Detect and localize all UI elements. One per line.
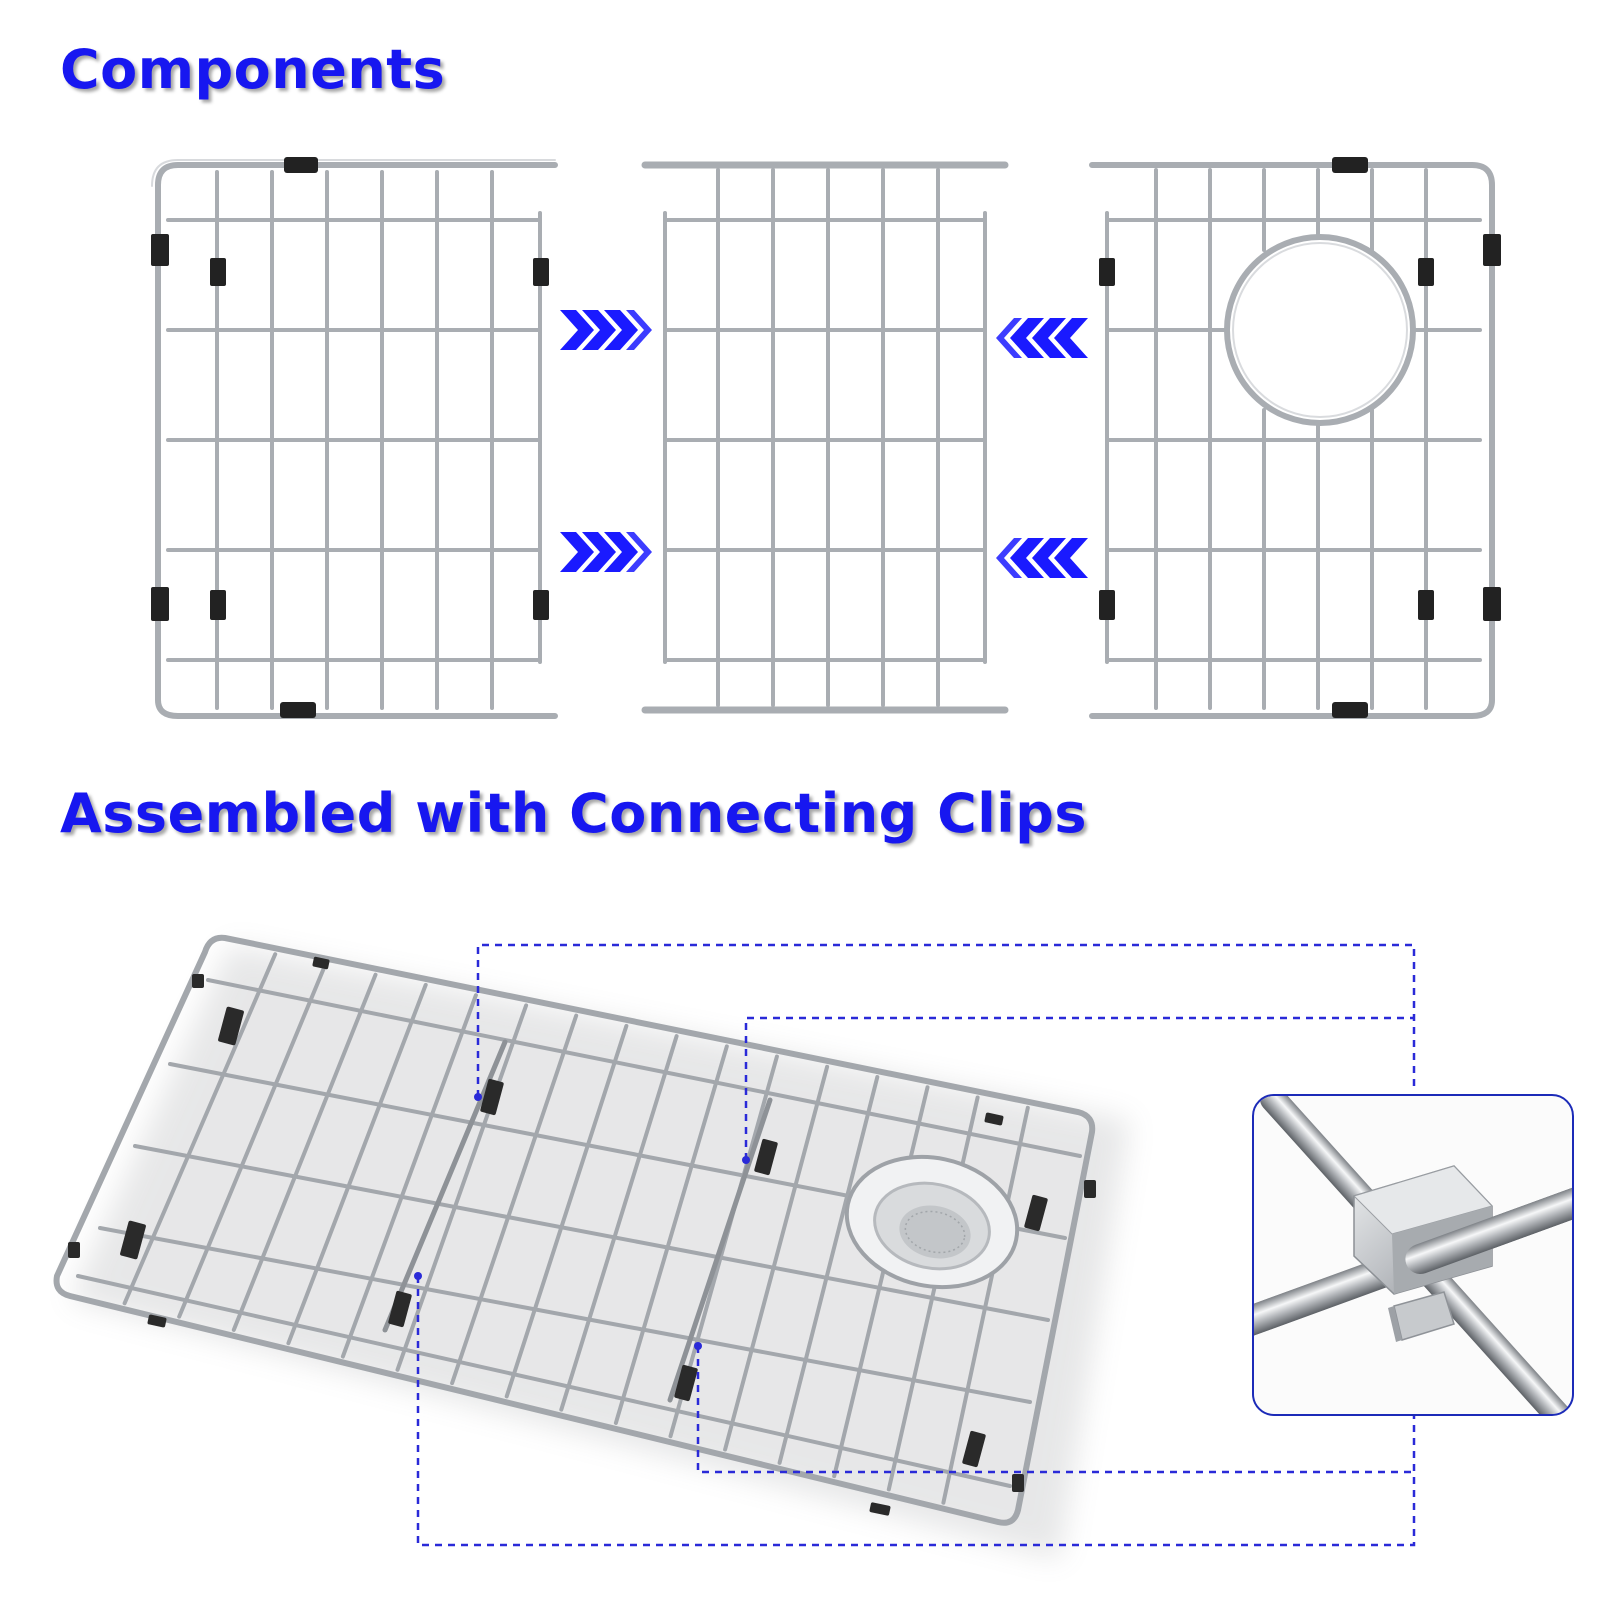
callout-dot	[414, 1272, 422, 1280]
grid-wire	[832, 1085, 930, 1479]
components-title: Components	[60, 38, 446, 101]
clip-icon	[1099, 157, 1501, 718]
grid-wire	[941, 1105, 1030, 1505]
chevron-left-triple-icon	[996, 318, 1088, 358]
clip-icon	[68, 956, 1096, 1516]
assembled-grid	[53, 934, 1130, 1560]
clip-icon	[151, 157, 549, 718]
grid-wire	[395, 1003, 529, 1372]
grid-wire	[340, 993, 478, 1359]
grid-wire	[559, 1034, 679, 1412]
left-grid-component	[151, 157, 558, 719]
connecting-clip-detail	[1254, 1096, 1572, 1414]
grid-wire	[177, 962, 328, 1319]
clip-detail-zoom	[1252, 1094, 1574, 1416]
callout-dot	[742, 1156, 750, 1164]
grid-wire	[122, 952, 278, 1306]
callout-dot	[474, 1093, 482, 1101]
grid-wire	[613, 1044, 729, 1425]
grid-wire	[723, 1064, 830, 1452]
drain-strainer	[844, 1154, 1020, 1290]
right-grid-component	[1089, 157, 1501, 719]
grid-wire	[286, 982, 428, 1346]
assembled-title: Assembled with Connecting Clips	[60, 782, 1088, 845]
chevron-left-triple-icon	[996, 538, 1088, 578]
chevron-right-triple-icon	[560, 310, 652, 350]
callout-dotted-lines	[416, 943, 1416, 1547]
grid-wire	[231, 972, 378, 1332]
grid-wire	[777, 1075, 880, 1465]
callout-dot	[694, 1342, 702, 1350]
middle-grid-component	[641, 161, 1009, 714]
grid-wire	[504, 1023, 629, 1399]
chevron-right-triple-icon	[560, 532, 652, 572]
grid-wire	[450, 1013, 579, 1386]
